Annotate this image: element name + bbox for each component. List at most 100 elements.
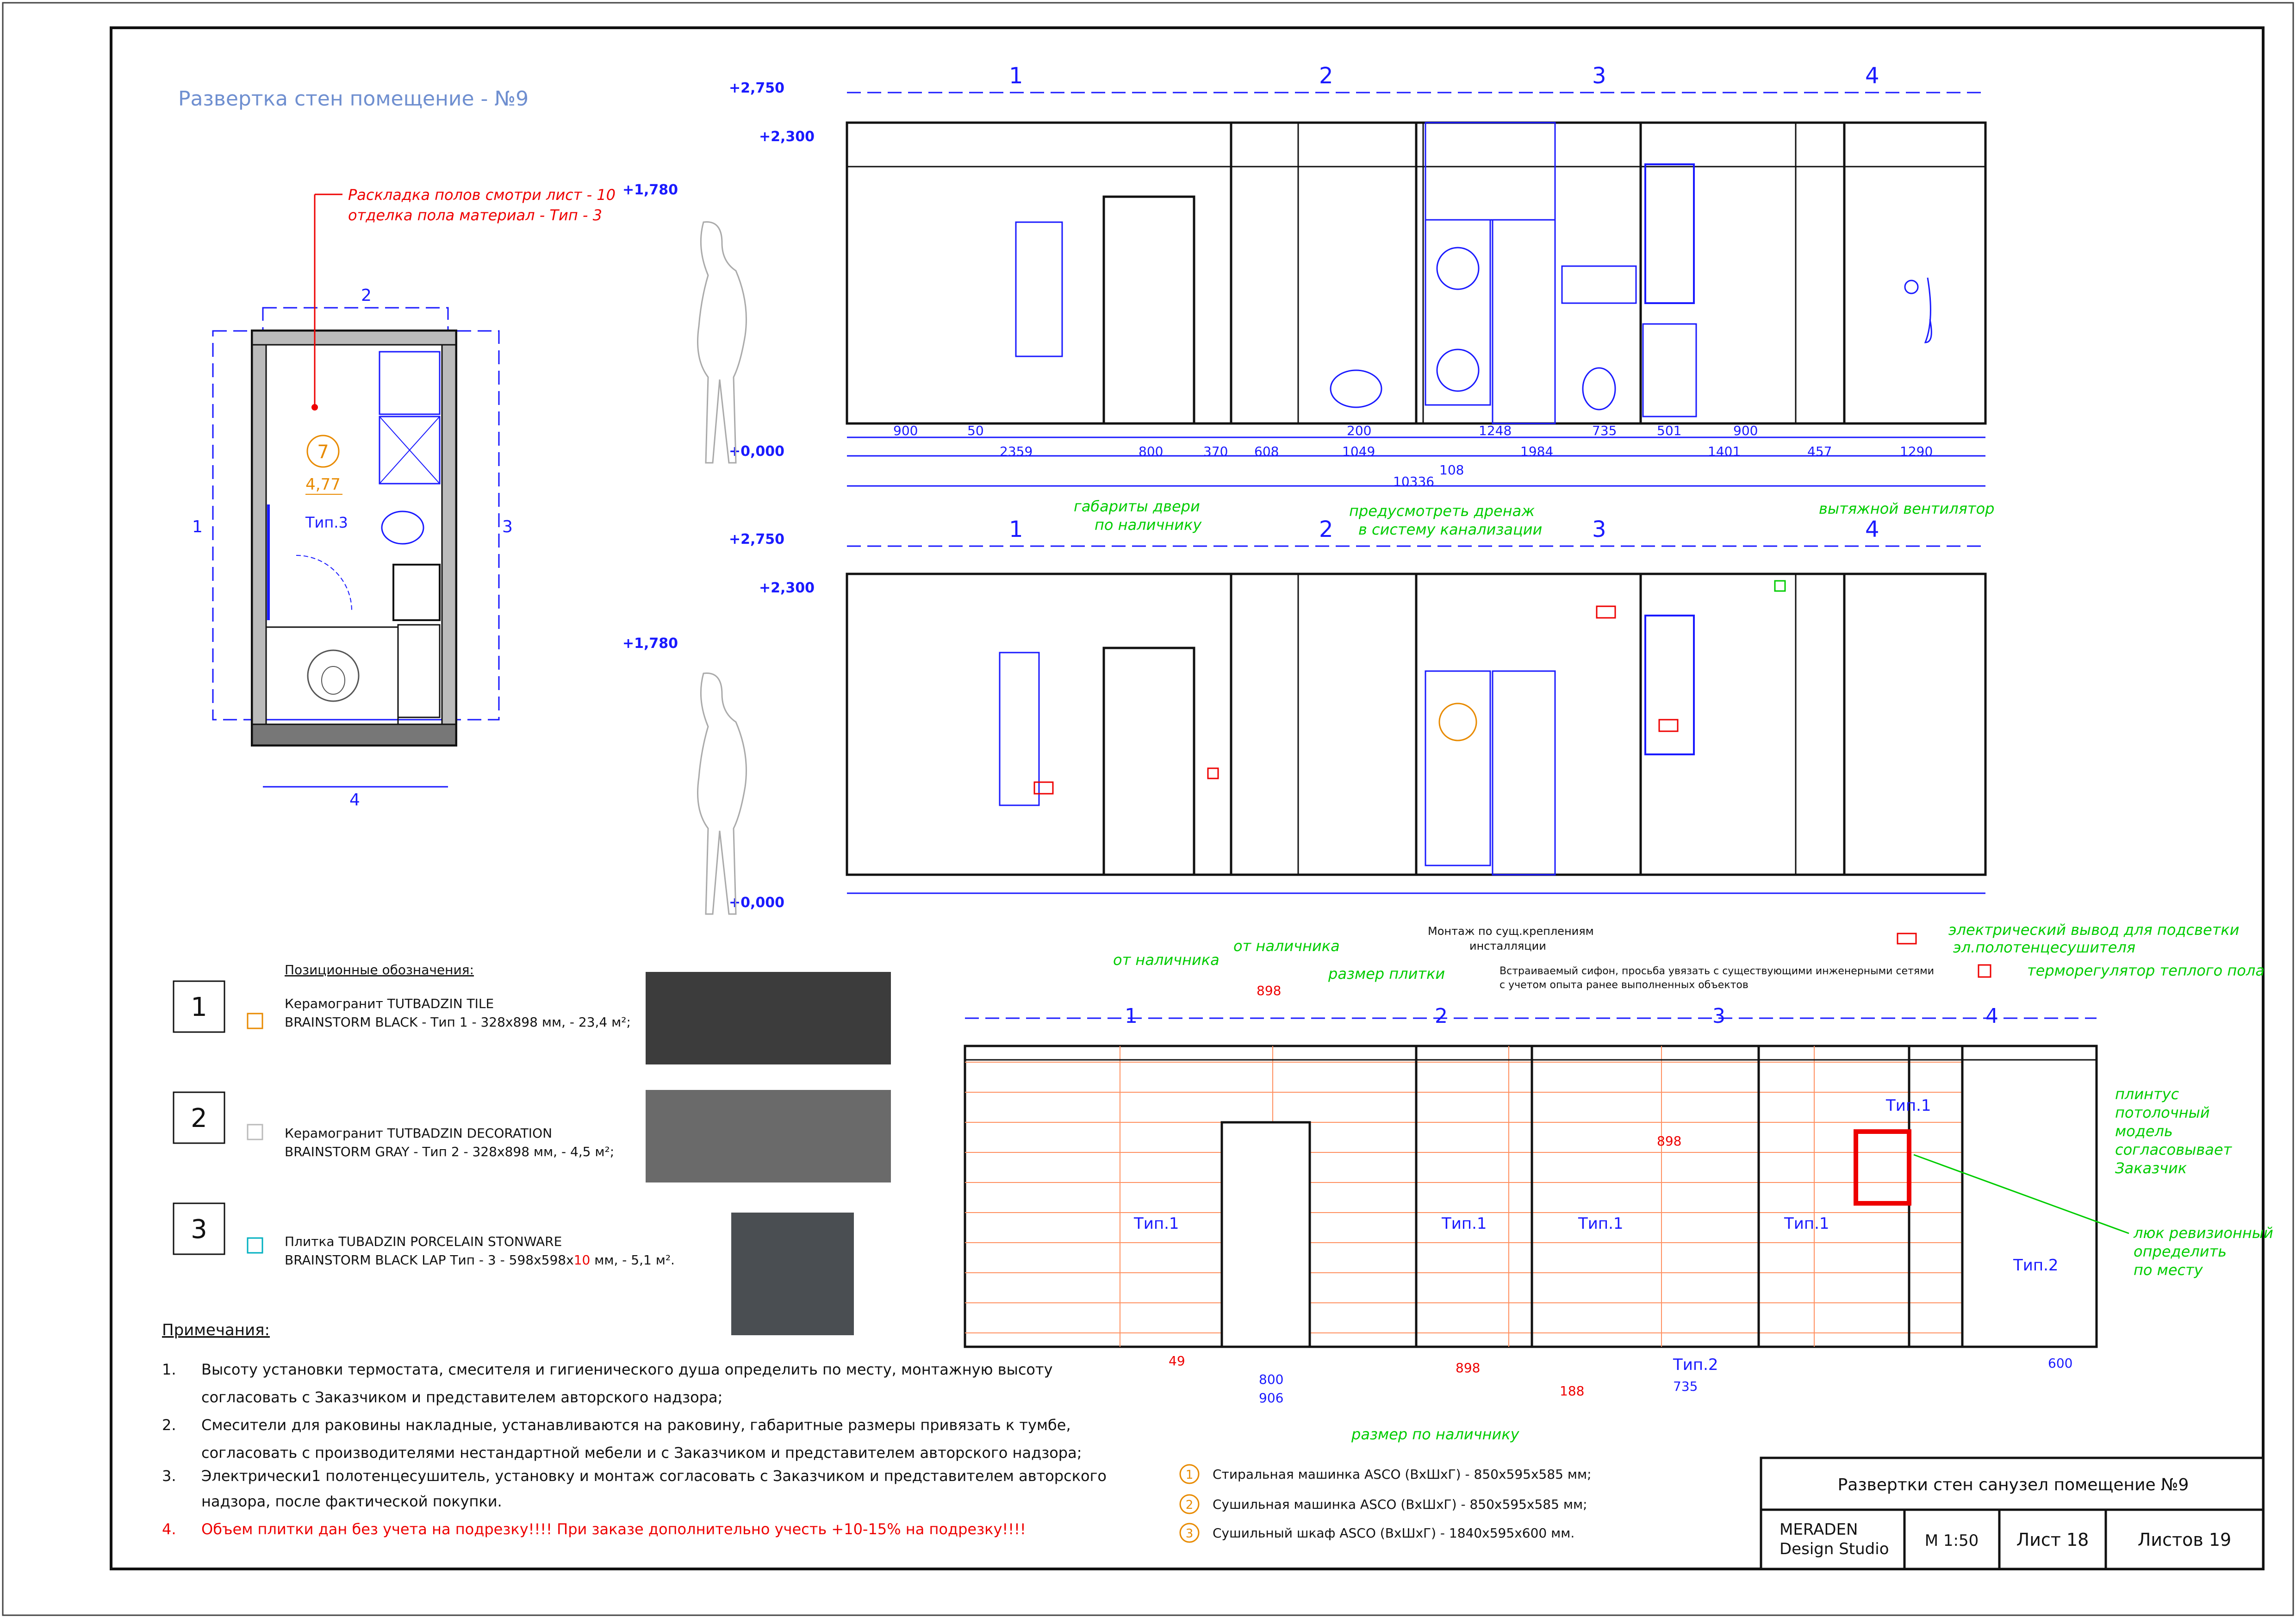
svg-text:Высоту установки термостата, с: Высоту установки термостата, смесителя и… — [201, 1361, 1053, 1378]
human-figure-icon — [697, 672, 747, 915]
e1-wall-3: 3 — [1592, 63, 1606, 89]
floor-plan: 7 4,77 Тип.3 2 1 3 4 Раскладка полов смо… — [192, 186, 616, 809]
callout-drain-1: предусмотреть дренаж — [1349, 502, 1535, 520]
svg-text:Плитка TUBADZIN PORCELAIN STON: Плитка TUBADZIN PORCELAIN STONWARE — [285, 1234, 562, 1249]
e1-dim-1049: 1049 — [1342, 444, 1375, 459]
callout-door-2: по наличнику — [1095, 516, 1202, 534]
e1-dim-total: 10336 — [1393, 474, 1434, 489]
e1-wall-1: 1 — [1009, 63, 1023, 89]
e1-dim-1248: 1248 — [1479, 423, 1512, 438]
e1-dim-50: 50 — [967, 423, 984, 438]
elevation-1 — [846, 92, 1987, 487]
level-markers: +2,750 +2,300 +1,780 +0,000 +2,750 +2,30… — [622, 80, 815, 911]
t-dim-898b: 898 — [1657, 1133, 1681, 1149]
e1-dim-735: 735 — [1592, 423, 1617, 438]
svg-text:1: 1 — [191, 992, 207, 1022]
svg-text:1: 1 — [1186, 1468, 1194, 1482]
room-area: 4,77 — [305, 475, 341, 494]
material-2: 2 Керамогранит TUTBADZIN DECORATION BRAI… — [173, 1090, 891, 1182]
callout-from-casing-1: от наличника — [1113, 951, 1220, 969]
company-subtitle: Design Studio — [1780, 1540, 1889, 1558]
inner-frame — [110, 26, 2265, 1570]
svg-text:согласовать с Заказчиком и пре: согласовать с Заказчиком и представителе… — [201, 1388, 722, 1406]
scale-label: М 1:50 — [1925, 1531, 1979, 1550]
svg-text:люк ревизионный: люк ревизионный — [2133, 1224, 2273, 1242]
material-3: 3 Плитка TUBADZIN PORCELAIN STONWARE BRA… — [173, 1202, 854, 1335]
hatch-callout: люк ревизионный определить по месту — [2133, 1224, 2273, 1279]
t-wall-1: 1 — [1125, 1004, 1138, 1028]
material-1: 1 Керамогранит TUTBADZIN TILE BRAINSTORM… — [173, 972, 891, 1064]
e1-dim-1401: 1401 — [1708, 444, 1741, 459]
level-2750-e1: +2,750 — [729, 80, 784, 96]
e1-dim-501: 501 — [1657, 423, 1681, 438]
level-1780-e2: +1,780 — [622, 635, 678, 652]
e2-wall-3: 3 — [1592, 517, 1606, 542]
plan-wall-1: 1 — [192, 517, 203, 536]
svg-text:определить: определить — [2134, 1243, 2227, 1260]
t-dim-906: 906 — [1259, 1390, 1283, 1406]
e2-wall-2: 2 — [1319, 517, 1333, 542]
e1-dim-800: 800 — [1139, 444, 1163, 459]
svg-text:Сушильный шкаф ASCO (ВхШхГ) -: Сушильный шкаф ASCO (ВхШхГ) - 1840х595х6… — [1213, 1525, 1574, 1541]
t-dim-800: 800 — [1259, 1372, 1283, 1387]
t-dim-898c: 898 — [1456, 1360, 1480, 1375]
svg-text:Смесители для раковины накладн: Смесители для раковины накладные, устана… — [201, 1416, 1071, 1434]
tile-elevation — [964, 1017, 2098, 1348]
tile-tag-2: Тип.1 — [1441, 1214, 1487, 1233]
tile-tag-4: Тип.1 — [1784, 1214, 1829, 1233]
human-figure-icon — [697, 221, 747, 464]
plan-wall-2: 2 — [361, 286, 372, 305]
svg-text:3: 3 — [191, 1214, 207, 1245]
callout-casing-size: размер по наличнику — [1351, 1425, 1520, 1443]
e1-dim-608: 608 — [1254, 444, 1279, 459]
svg-text:3: 3 — [1186, 1527, 1194, 1541]
callout-tile-size: размер плитки — [1328, 965, 1445, 983]
svg-text:Сушильная машинка ASCO (ВхШхГ): Сушильная машинка ASCO (ВхШхГ) - 850х595… — [1213, 1497, 1587, 1512]
siphon-note-1: Встраиваемый сифон, просьба увязать с су… — [1500, 965, 1934, 977]
sheet-number: Лист 18 — [2016, 1530, 2089, 1550]
elevation-wall-numbers: 1 2 3 4 1 2 3 4 — [1009, 63, 1879, 542]
plinth-callout: плинтус потолочный модель согласовывает … — [2115, 1085, 2233, 1177]
svg-text:BRAINSTORM GRAY - Тип 2 - 328x: BRAINSTORM GRAY - Тип 2 - 328x898 мм, - … — [285, 1144, 614, 1159]
svg-text:2: 2 — [1186, 1498, 1194, 1512]
level-0-e1: +0,000 — [729, 443, 784, 460]
svg-text:модель: модель — [2115, 1122, 2173, 1140]
legend-elec-1: электрический вывод для подсветки — [1948, 921, 2239, 939]
svg-text:1.: 1. — [162, 1361, 176, 1378]
callout-from-casing-2: от наличника — [1233, 937, 1340, 955]
svg-text:BRAINSTORM BLACK - Тип 1 - 328: BRAINSTORM BLACK - Тип 1 - 328x898 мм, -… — [285, 1014, 631, 1030]
t-wall-3: 3 — [1712, 1004, 1725, 1028]
appliance-list: 1 Стиральная машинка ASCO (ВхШхГ) - 850х… — [1179, 1464, 1592, 1543]
sheet-title: Развертка стен помещение - №9 — [178, 87, 529, 111]
svg-text:2: 2 — [191, 1103, 207, 1133]
svg-text:Объем плитки дан без учета на: Объем плитки дан без учета на подрезку!!… — [201, 1520, 1026, 1538]
plan-tile-tag: Тип.3 — [305, 514, 348, 531]
company-name: MERADEN — [1780, 1520, 1858, 1539]
t-dim-188: 188 — [1560, 1383, 1584, 1399]
e1-wall-2: 2 — [1319, 63, 1333, 89]
plan-wall-4: 4 — [349, 790, 360, 809]
e1-dim-370: 370 — [1203, 444, 1228, 459]
level-2300-e1: +2,300 — [759, 129, 815, 145]
e1-dim-1290: 1290 — [1900, 444, 1933, 459]
e2-wall-1: 1 — [1009, 517, 1023, 542]
callout-fan: вытяжной вентилятор — [1819, 500, 1994, 517]
e2-wall-4: 4 — [1865, 517, 1879, 542]
svg-text:по месту: по месту — [2134, 1261, 2203, 1279]
svg-text:Керамогранит TUTBADZIN DECORAT: Керамогранит TUTBADZIN DECORATION — [285, 1126, 552, 1141]
level-2750-e2: +2,750 — [729, 531, 784, 548]
tile-tag-5: Тип.1 — [1885, 1096, 1931, 1115]
level-1780-e1: +1,780 — [622, 182, 678, 198]
positions-title: Позиционные обозначения: — [285, 962, 474, 977]
t-dim-735: 735 — [1673, 1379, 1698, 1394]
svg-text:плинтус: плинтус — [2115, 1085, 2179, 1103]
tile-sample-2 — [646, 1090, 891, 1182]
e1-dim-200: 200 — [1347, 423, 1371, 438]
legend-elec-2: эл.полотенцесушителя — [1953, 939, 2135, 956]
t-wall-4: 4 — [1985, 1004, 1998, 1028]
symbol-legend: электрический вывод для подсветки эл.пол… — [1897, 921, 2265, 979]
tile-tag-7: Тип.2 — [1673, 1356, 1718, 1374]
title-block-title: Развертки стен санузел помещение №9 — [1838, 1475, 2189, 1494]
